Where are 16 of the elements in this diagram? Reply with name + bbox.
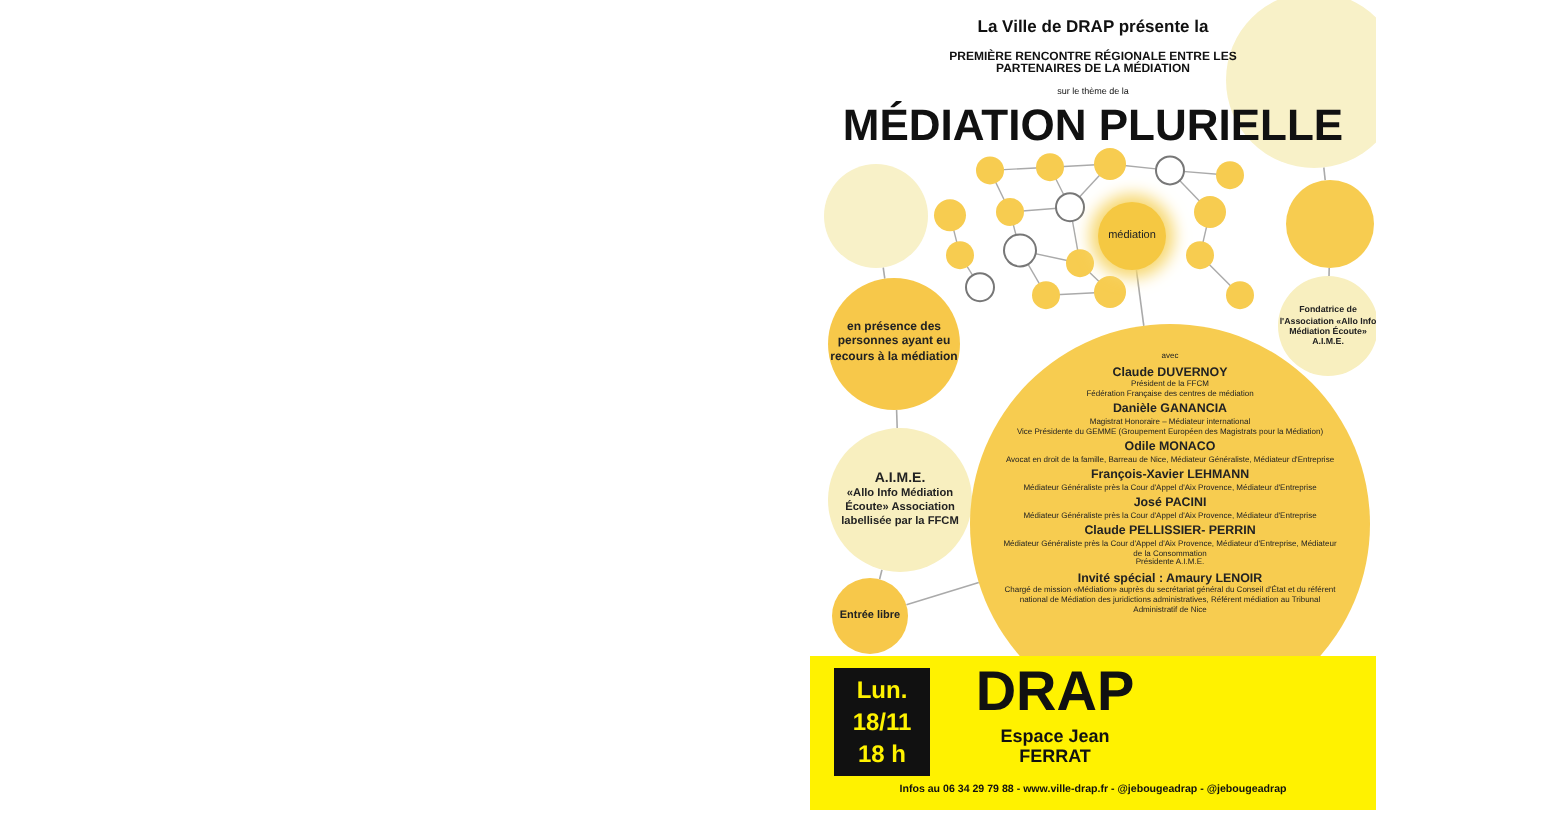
venue-text: Espace Jean FERRAT <box>998 726 1112 766</box>
connector-line <box>878 569 883 580</box>
connector-line <box>1328 267 1330 277</box>
founder-circle <box>1278 276 1376 376</box>
date-box: Lun. 18/11 18 h <box>834 668 930 776</box>
circle-shape <box>1286 180 1374 268</box>
town-name: DRAP <box>973 660 1137 724</box>
poster-title: MÉDIATION PLURIELLE <box>840 100 1346 152</box>
connector-line <box>905 581 980 606</box>
admission-circle <box>832 578 908 654</box>
connector-line <box>895 409 898 429</box>
connector-line <box>1135 269 1145 327</box>
label: La Ville de DRAP présente la <box>975 16 1211 36</box>
topic-circle <box>1098 202 1166 270</box>
circle-shape <box>824 164 928 268</box>
connector-line <box>1323 166 1326 181</box>
